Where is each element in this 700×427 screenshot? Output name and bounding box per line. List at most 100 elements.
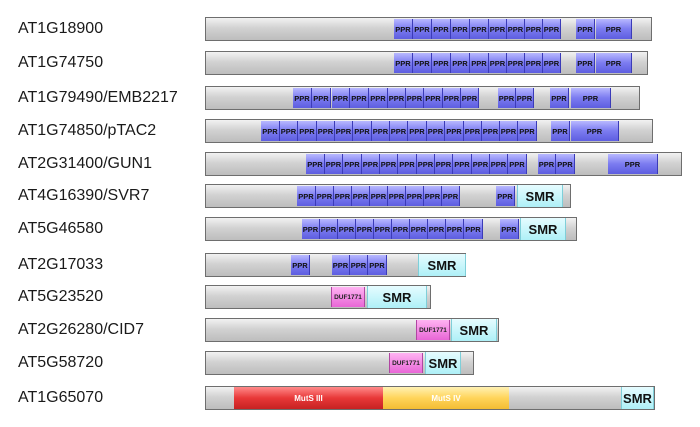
ppr-domain: PPR bbox=[482, 121, 500, 141]
smr-domain: SMR bbox=[451, 319, 497, 341]
gene-label: AT2G17033 bbox=[18, 256, 104, 273]
ppr-domain: PPR bbox=[380, 154, 398, 174]
ppr-domain: PPR bbox=[350, 88, 369, 108]
ppr-domain: PPR bbox=[543, 53, 561, 73]
ppr-domain: PPR bbox=[596, 53, 632, 73]
ppr-domain: PPR bbox=[596, 19, 632, 39]
ppr-domain: PPR bbox=[293, 88, 312, 108]
ppr-domain: PPR bbox=[417, 154, 435, 174]
ppr-domain: PPR bbox=[370, 186, 388, 206]
ppr-domain: PPR bbox=[392, 219, 410, 239]
ppr-domain: PPR bbox=[550, 88, 569, 108]
ppr-domain: PPR bbox=[410, 219, 428, 239]
ppr-domain: PPR bbox=[332, 88, 350, 108]
ppr-domain: PPR bbox=[489, 53, 507, 73]
gene-label: AT1G74750 bbox=[18, 54, 104, 71]
ppr-domain: PPR bbox=[498, 88, 516, 108]
ppr-domain: PPR bbox=[394, 53, 413, 73]
ppr-domain: PPR bbox=[320, 219, 338, 239]
gene-label: AT2G31400/GUN1 bbox=[18, 155, 152, 172]
gene-label: AT2G26280/CID7 bbox=[18, 321, 144, 338]
ppr-domain: PPR bbox=[325, 154, 343, 174]
ppr-domain: PPR bbox=[338, 219, 356, 239]
gene-label: AT5G23520 bbox=[18, 288, 104, 305]
ppr-domain: PPR bbox=[464, 121, 482, 141]
ppr-domain: PPR bbox=[608, 154, 658, 174]
ppr-domain: PPR bbox=[525, 53, 543, 73]
muts-iv-domain: MutS IV bbox=[383, 387, 509, 409]
ppr-domain: PPR bbox=[350, 255, 368, 275]
ppr-domain: PPR bbox=[353, 121, 372, 141]
ppr-domain: PPR bbox=[406, 186, 424, 206]
ppr-domain: PPR bbox=[298, 121, 317, 141]
ppr-domain: PPR bbox=[489, 19, 507, 39]
ppr-domain: PPR bbox=[432, 19, 451, 39]
ppr-domain: PPR bbox=[394, 19, 413, 39]
ppr-domain: PPR bbox=[453, 154, 472, 174]
ppr-domain: PPR bbox=[424, 186, 442, 206]
ppr-domain: PPR bbox=[518, 121, 537, 141]
ppr-domain: PPR bbox=[428, 219, 446, 239]
ppr-domain: PPR bbox=[507, 53, 525, 73]
ppr-domain: PPR bbox=[576, 19, 595, 39]
ppr-domain: PPR bbox=[374, 219, 392, 239]
ppr-domain: PPR bbox=[297, 186, 316, 206]
ppr-domain: PPR bbox=[388, 186, 406, 206]
gene-label: AT4G16390/SVR7 bbox=[18, 187, 150, 204]
ppr-domain: PPR bbox=[432, 53, 451, 73]
smr-domain: SMR bbox=[520, 218, 566, 240]
ppr-domain: PPR bbox=[443, 88, 461, 108]
ppr-domain: PPR bbox=[470, 19, 489, 39]
smr-domain: SMR bbox=[621, 387, 654, 409]
ppr-domain: PPR bbox=[398, 154, 417, 174]
ppr-domain: PPR bbox=[470, 53, 489, 73]
ppr-domain: PPR bbox=[490, 154, 508, 174]
gene-label: AT1G65070 bbox=[18, 389, 104, 406]
ppr-domain: PPR bbox=[556, 154, 575, 174]
ppr-domain: PPR bbox=[332, 255, 350, 275]
ppr-domain: PPR bbox=[388, 88, 406, 108]
ppr-domain: PPR bbox=[516, 88, 534, 108]
smr-domain: SMR bbox=[418, 254, 466, 276]
ppr-domain: PPR bbox=[500, 219, 519, 239]
ppr-domain: PPR bbox=[525, 19, 543, 39]
ppr-domain: PPR bbox=[362, 154, 380, 174]
ppr-domain: PPR bbox=[427, 121, 445, 141]
ppr-domain: PPR bbox=[464, 219, 483, 239]
ppr-domain: PPR bbox=[451, 19, 470, 39]
ppr-domain: PPR bbox=[317, 121, 335, 141]
ppr-domain: PPR bbox=[343, 154, 362, 174]
ppr-domain: PPR bbox=[571, 121, 619, 141]
gene-label: AT5G46580 bbox=[18, 220, 104, 237]
ppr-domain: PPR bbox=[507, 19, 525, 39]
ppr-domain: PPR bbox=[442, 186, 460, 206]
ppr-domain: PPR bbox=[508, 154, 527, 174]
ppr-domain: PPR bbox=[408, 121, 427, 141]
ppr-domain: PPR bbox=[291, 255, 310, 275]
ppr-domain: PPR bbox=[280, 121, 298, 141]
duf1771-domain: DUF1771 bbox=[331, 287, 365, 307]
ppr-domain: PPR bbox=[261, 121, 280, 141]
